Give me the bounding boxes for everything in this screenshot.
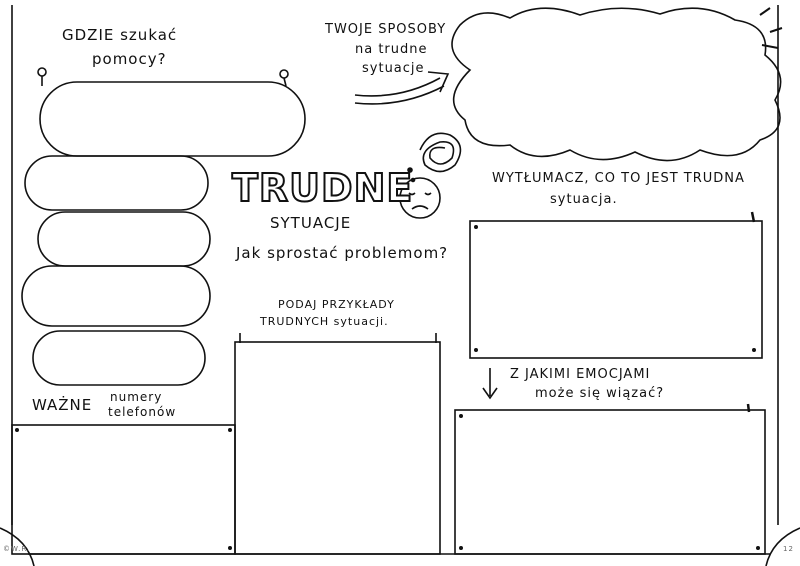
- ways-line1: TWOJE SPOSOBY: [325, 22, 447, 37]
- help-pill-2: [24, 155, 209, 211]
- arrow-to-cloud: [354, 71, 450, 105]
- help-pill-3: [37, 211, 211, 267]
- scribble: [419, 132, 462, 173]
- phone-numbers-box: [11, 424, 236, 555]
- copyright: ©W.R.: [3, 545, 31, 553]
- corner-arc-right: [765, 527, 800, 566]
- examples-line2: TRUDNYCH sytuacji.: [260, 315, 389, 328]
- where-help-line1: GDZIE szukać: [62, 26, 178, 44]
- important-line1: numery: [110, 390, 163, 404]
- help-pill-4: [21, 265, 211, 327]
- sad-face-icon: [399, 177, 441, 219]
- examples-line1: PODAJ PRZYKŁADY: [278, 298, 395, 311]
- ways-line3: sytuacje: [362, 61, 425, 76]
- help-pill-5: [32, 330, 206, 386]
- emotions-box: [454, 409, 766, 555]
- ways-line2: na trudne: [355, 42, 428, 57]
- explain-line2: sytuacja.: [550, 192, 618, 207]
- title-main: TRUDNE: [231, 165, 414, 211]
- where-help-line2: pomocy?: [92, 50, 167, 68]
- emotions-line1: Z JAKIMI EMOCJAMI: [510, 367, 651, 382]
- title-sub: SYTUACJE: [270, 214, 352, 232]
- help-pill-1: [39, 81, 306, 157]
- explain-box: [469, 220, 763, 359]
- explain-line1: WYTŁUMACZ, CO TO JEST TRUDNA: [492, 171, 745, 186]
- important-line2: telefonów: [108, 405, 177, 419]
- examples-box: [234, 341, 441, 555]
- page-number: 12: [783, 545, 794, 553]
- emotions-line2: może się wiązać?: [535, 386, 665, 401]
- corner-arc-left: [0, 527, 35, 566]
- important-label: WAŻNE: [32, 396, 93, 414]
- cloud-shape: [451, 7, 782, 162]
- arrow-down-icon: [482, 368, 498, 400]
- title-question: Jak sprostać problemom?: [236, 244, 449, 262]
